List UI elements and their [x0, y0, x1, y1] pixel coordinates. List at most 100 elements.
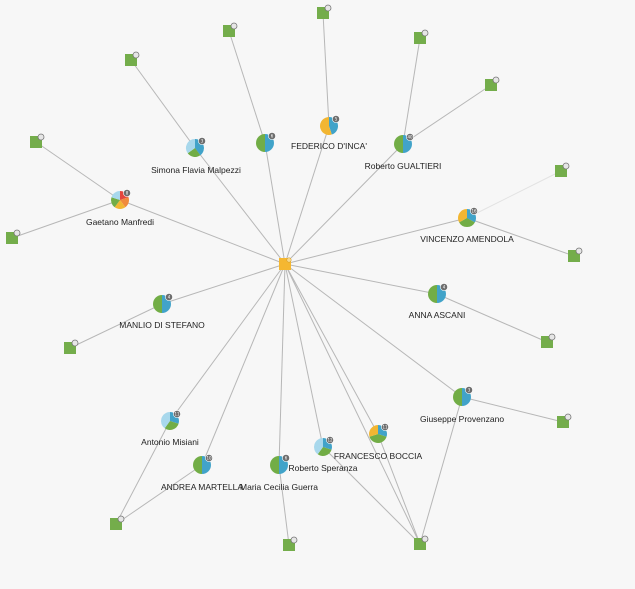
count-badge-text: 4 — [443, 284, 446, 289]
pie-slice — [186, 139, 195, 154]
person-label: Maria Cecilia Guerra — [240, 482, 318, 492]
person-label: Roberto GUALTIERI — [365, 161, 442, 171]
document-node[interactable] — [557, 413, 572, 428]
hub-handle-icon[interactable] — [286, 257, 292, 263]
person-label: Gaetano Manfredi — [86, 217, 154, 227]
count-badge-text: 8 — [126, 190, 129, 195]
edge-speranza-s15 — [322, 446, 421, 545]
count-badge-text: 40 — [407, 134, 413, 139]
pie-slice — [187, 148, 201, 157]
edge-gualtieri-s3 — [402, 37, 421, 145]
pie-slice — [453, 388, 462, 406]
expand-handle-icon[interactable] — [230, 22, 238, 30]
edge-hub-federico — [284, 125, 330, 265]
document-node[interactable] — [317, 4, 332, 19]
pie-slice — [428, 285, 437, 303]
count-badge — [381, 423, 389, 431]
edge-hub-misiani — [169, 263, 286, 422]
count-badge — [440, 283, 448, 291]
count-badge — [406, 133, 414, 141]
edge-hub-boccia — [284, 263, 379, 435]
count-badge — [198, 137, 206, 145]
edge-martella-s13 — [115, 464, 203, 525]
edge-hub-manfredi — [119, 199, 286, 265]
expand-handle-icon[interactable] — [37, 133, 45, 141]
count-badge-text: 12 — [327, 437, 333, 442]
edge-federico-s1 — [322, 12, 330, 127]
count-badge-text: 11 — [382, 424, 388, 429]
edge-hub-amendola — [284, 217, 468, 265]
document-node[interactable] — [555, 162, 570, 177]
pie-slice — [369, 434, 387, 444]
expand-handle-icon[interactable] — [575, 247, 583, 255]
pie-slice — [164, 421, 179, 430]
edge-manfredi-s8 — [11, 199, 121, 239]
count-badge — [205, 454, 213, 462]
document-node[interactable] — [568, 247, 583, 262]
edge-hub-p-unlabeled — [264, 142, 286, 265]
document-node[interactable] — [110, 515, 125, 530]
edge-manfredi-s6 — [35, 141, 121, 201]
expand-handle-icon[interactable] — [421, 29, 429, 37]
person-label: ANDREA MARTELLA — [161, 482, 243, 492]
document-node[interactable] — [125, 51, 140, 66]
expand-handle-icon[interactable] — [71, 339, 79, 347]
expand-handle-icon[interactable] — [290, 536, 298, 544]
expand-handle-icon[interactable] — [548, 333, 556, 341]
person-label: Giuseppe Provenzano — [420, 414, 504, 424]
person-node-p-unlabeled[interactable]: 6 — [256, 132, 276, 152]
edge-hub-gualtieri — [284, 143, 404, 265]
count-badge — [326, 436, 334, 444]
count-badge — [332, 115, 340, 123]
document-node[interactable] — [541, 333, 556, 348]
pie-slice — [378, 425, 387, 437]
expand-handle-icon[interactable] — [492, 76, 500, 84]
pie-slice — [313, 438, 323, 455]
pie-slice — [114, 200, 126, 210]
expand-handle-icon[interactable] — [132, 51, 140, 59]
edge-hub-guerra — [278, 263, 286, 466]
document-nodes-layer — [6, 4, 583, 551]
count-badge-text: 6 — [285, 455, 288, 460]
document-node[interactable] — [414, 29, 429, 44]
document-node[interactable] — [30, 133, 45, 148]
document-node[interactable] — [283, 536, 298, 551]
document-node[interactable] — [485, 76, 500, 91]
person-label: VINCENZO AMENDOLA — [420, 234, 514, 244]
edge-misiani-s13 — [115, 420, 171, 525]
document-node[interactable] — [6, 229, 21, 244]
edge-hub-speranza — [284, 263, 324, 448]
edge-hub-simona — [194, 147, 286, 265]
expand-handle-icon[interactable] — [117, 515, 125, 523]
expand-handle-icon[interactable] — [562, 162, 570, 170]
count-badge-text: 3 — [468, 387, 471, 392]
document-node[interactable] — [223, 22, 238, 37]
pie-slice — [256, 134, 265, 152]
expand-handle-icon[interactable] — [564, 413, 572, 421]
edge-gualtieri-s5 — [402, 84, 492, 145]
expand-handle-icon[interactable] — [324, 4, 332, 12]
document-node[interactable] — [64, 339, 79, 354]
person-label: FRANCESCO BOCCIA — [334, 451, 423, 461]
expand-handle-icon[interactable] — [421, 535, 429, 543]
document-node[interactable] — [414, 535, 429, 550]
hub-node-layer — [279, 257, 292, 270]
person-label: Roberto Speranza — [289, 463, 358, 473]
expand-handle-icon[interactable] — [13, 229, 21, 237]
hub-node[interactable] — [279, 257, 292, 270]
